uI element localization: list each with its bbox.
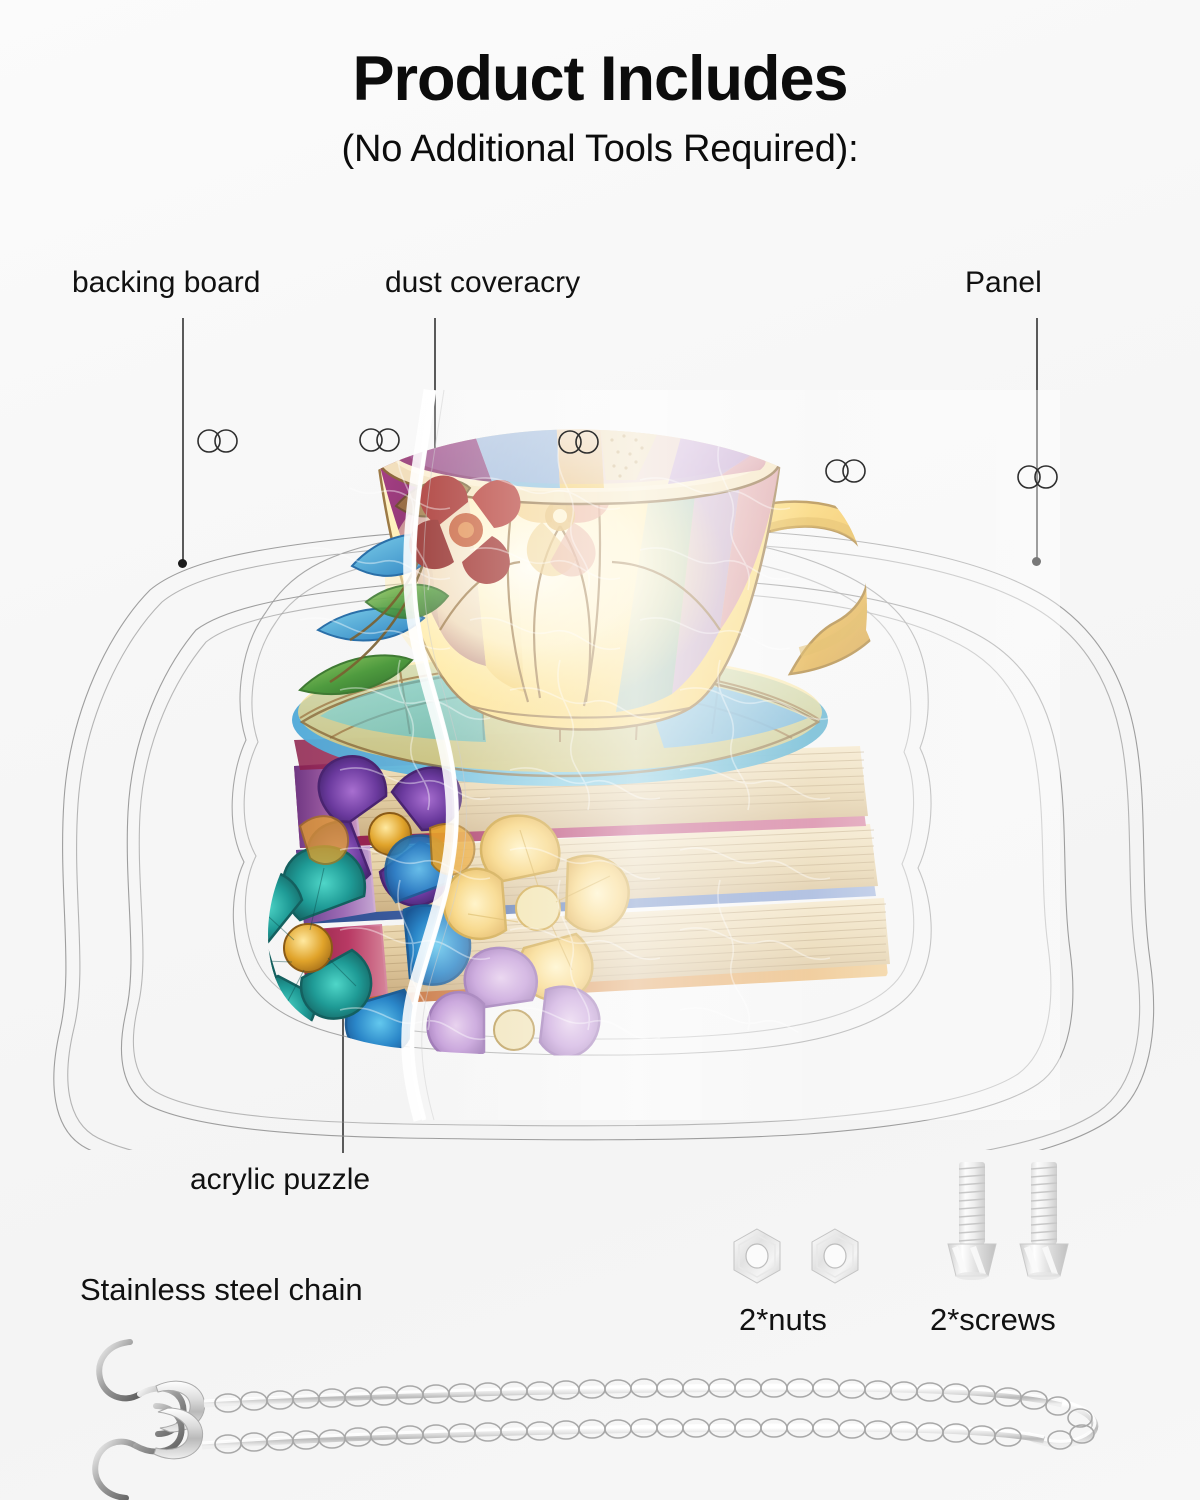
leader-dot-backing-board	[178, 559, 187, 568]
screws-label: 2*screws	[930, 1302, 1056, 1337]
hole-marker	[558, 430, 599, 454]
screw-2	[1016, 1160, 1072, 1280]
hole-marker	[197, 429, 238, 453]
callout-label-backing-board: backing board	[72, 266, 261, 299]
leader-line-acrylic-puzzle	[342, 945, 344, 1153]
dust-cover-edge	[401, 389, 459, 1122]
screw-1	[944, 1160, 1000, 1280]
stainless-steel-chain	[52, 1330, 1172, 1500]
leader-line-backing-board	[182, 318, 184, 564]
chain-links-lower	[214, 1418, 1022, 1454]
hole-marker	[359, 428, 400, 452]
chain-run-upper	[203, 1378, 1063, 1413]
product-artwork	[0, 330, 1200, 1150]
nut-1	[728, 1227, 786, 1285]
hook-loop-bottom	[153, 1407, 204, 1460]
callout-label-acrylic-puzzle: acrylic puzzle	[190, 1163, 371, 1196]
hole-markers	[197, 428, 1058, 489]
hole-marker	[1017, 465, 1058, 489]
nut-2	[806, 1227, 864, 1285]
page-title: Product Includes	[352, 44, 848, 114]
chain-links-upper	[214, 1378, 1048, 1413]
callout-label-panel: Panel	[965, 266, 1042, 299]
nuts-label: 2*nuts	[739, 1302, 827, 1337]
page-subtitle: (No Additional Tools Required):	[341, 128, 859, 170]
chain-label: Stainless steel chain	[80, 1272, 363, 1307]
hole-marker	[825, 459, 866, 483]
chain-run-lower	[201, 1418, 1045, 1454]
callout-label-dust-cover: dust coveracry	[385, 266, 581, 299]
dust-cover-sheet	[407, 390, 1060, 1120]
dust-cover-overlay	[401, 389, 1060, 1122]
